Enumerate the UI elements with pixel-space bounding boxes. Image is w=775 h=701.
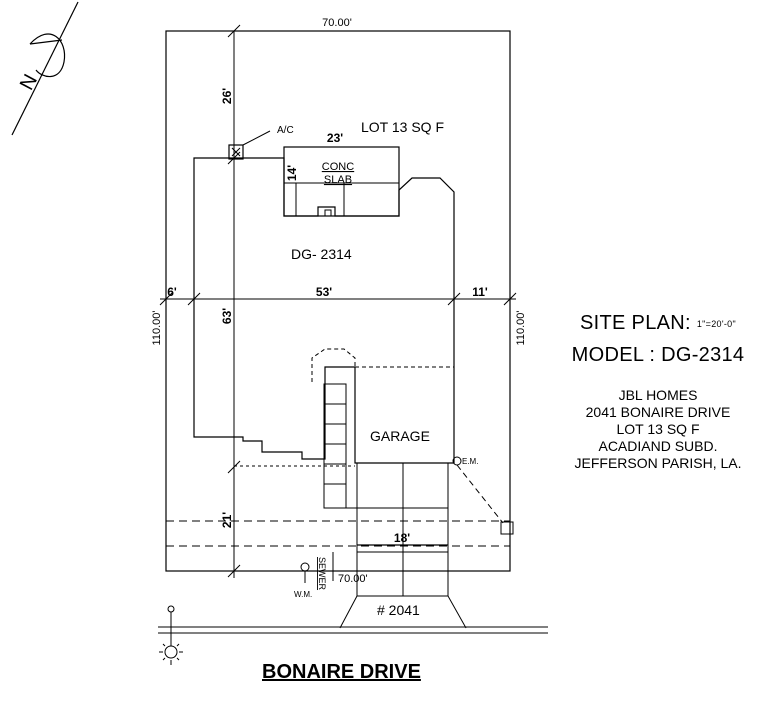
lot-line: LOT 13 SQ F [616, 420, 700, 437]
bottom-width-label: 70.00' [338, 573, 368, 585]
garage-label: GARAGE [370, 428, 430, 444]
north-label: N [16, 71, 42, 94]
address-line: 2041 BONAIRE DRIVE [585, 403, 731, 420]
house-width-label: 53' [316, 285, 332, 299]
right-side-label: 11' [472, 285, 488, 299]
wm-label: W.M. [294, 590, 312, 599]
model-label: DG- 2314 [291, 246, 352, 262]
entry-steps [323, 383, 347, 509]
title-block: SITE PLAN: 1"=20'-0" MODEL : DG-2314 JBL … [548, 310, 768, 472]
street-light-icon [159, 605, 183, 665]
site-plan-heading: SITE PLAN: 1"=20'-0" [548, 310, 768, 337]
ac-unit [228, 144, 244, 160]
slab-label-1: CONC [322, 161, 354, 173]
model-title: MODEL : DG-2314 [571, 343, 745, 366]
driveway [339, 463, 467, 629]
rear-setback-label: 26' [220, 88, 234, 104]
water-meter-icon [300, 562, 310, 572]
lot-boundary [165, 30, 511, 572]
entry-stoop [311, 348, 356, 382]
house-depth-label: 63' [220, 308, 234, 324]
sewer-label: SEWER [317, 557, 327, 591]
north-arrow-icon: N [11, 1, 79, 136]
slab-depth-label: 14' [285, 165, 299, 181]
front-setback-label: 21' [220, 512, 234, 528]
top-width-label: 70.00' [322, 17, 352, 29]
right-depth-label: 110.00' [515, 311, 527, 346]
left-depth-label: 110.00' [151, 311, 163, 346]
subdivision-line: ACADIAND SUBD. [598, 437, 718, 454]
address-label: # 2041 [377, 602, 420, 618]
em-label: E.M. [462, 457, 478, 466]
street-name: BONAIRE DRIVE [262, 661, 421, 683]
project-info: JBL HOMES 2041 BONAIRE DRIVE LOT 13 SQ F… [548, 387, 768, 472]
electric-box [500, 521, 514, 535]
site-plan-title: SITE PLAN: [580, 312, 691, 334]
driveway-width-label: 18' [394, 531, 410, 545]
lot-label: LOT 13 SQ F [361, 119, 444, 135]
slab-label-2: SLAB [324, 174, 352, 186]
parish-line: JEFFERSON PARISH, LA. [574, 454, 742, 471]
left-side-label: 6' [167, 285, 177, 299]
builder-line: JBL HOMES [618, 386, 698, 403]
ac-label: A/C [277, 125, 294, 136]
concrete-slab [283, 146, 400, 217]
scale-label: 1"=20'-0" [696, 318, 736, 329]
house-footprint [193, 157, 455, 464]
slab-width-label: 23' [327, 131, 343, 145]
